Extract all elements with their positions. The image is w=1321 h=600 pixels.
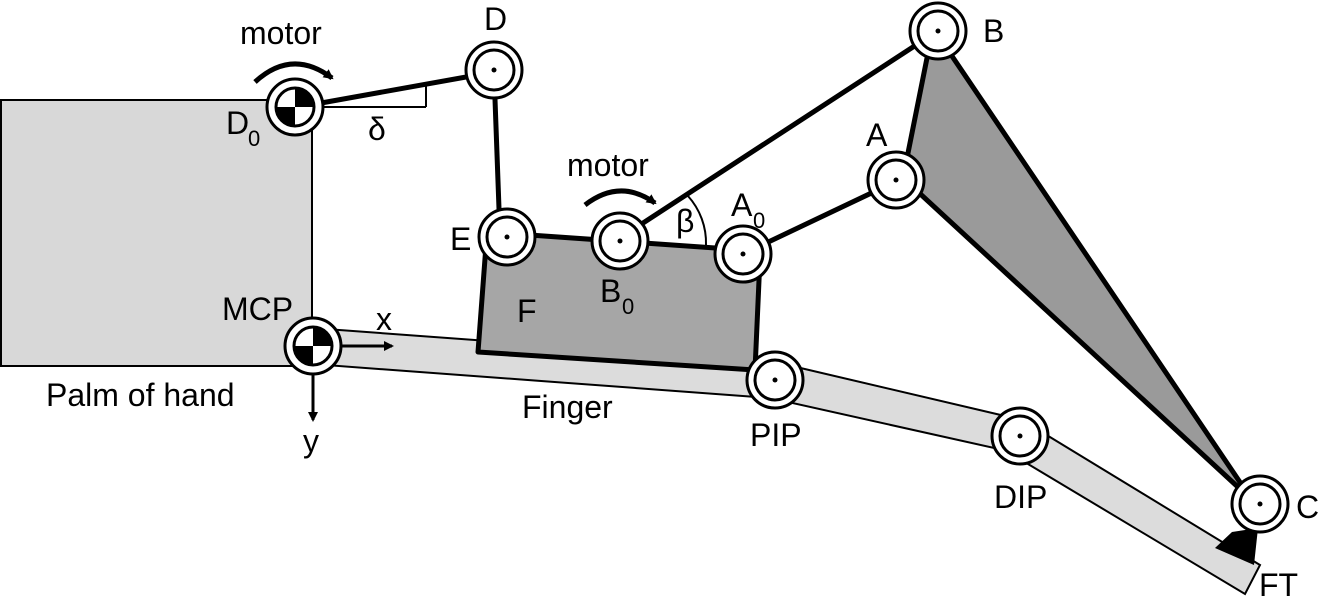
finger-middle-phalanx — [768, 360, 1024, 454]
label-a0-sub: 0 — [753, 208, 765, 233]
motor-label-top: motor — [240, 15, 322, 51]
joint-c — [1230, 474, 1290, 534]
label-delta: δ — [368, 111, 386, 147]
beta-arc — [687, 195, 708, 246]
label-b: B — [983, 13, 1004, 49]
joint-a0 — [713, 224, 773, 284]
label-beta: β — [676, 203, 694, 239]
label-palm: Palm of hand — [46, 377, 235, 413]
fingertip-wedge — [1215, 528, 1258, 565]
link-b0-b — [617, 29, 939, 241]
label-b0-sub: 0 — [622, 294, 634, 319]
label-pip: PIP — [750, 417, 802, 453]
label-x: x — [376, 301, 392, 337]
label-a: A — [866, 117, 888, 153]
label-c: C — [1296, 489, 1319, 525]
label-finger: Finger — [522, 389, 613, 425]
joint-e — [477, 207, 537, 267]
label-d: D — [484, 1, 507, 37]
joint-d0-fixed — [265, 77, 325, 137]
link-f-body — [475, 229, 763, 373]
triangle-link-abc — [900, 25, 1255, 503]
joint-b — [908, 1, 968, 61]
label-mcp: MCP — [222, 291, 293, 327]
label-ft: FT — [1259, 567, 1298, 600]
label-a0: A — [731, 187, 753, 223]
motor-arrow-mid — [583, 188, 657, 207]
motor-label-mid: motor — [567, 147, 649, 183]
label-b0: B — [600, 273, 621, 309]
label-e: E — [450, 221, 471, 257]
label-d0-sub: 0 — [248, 126, 260, 151]
label-y: y — [303, 423, 319, 459]
palm-rect — [0, 99, 313, 367]
joint-pip — [745, 350, 805, 410]
joint-mcp-fixed — [283, 316, 343, 376]
label-dip: DIP — [994, 479, 1047, 515]
joint-a — [866, 150, 926, 210]
motor-arrow-top — [253, 61, 334, 84]
label-d0: D — [226, 105, 249, 141]
label-f: F — [517, 293, 537, 329]
joint-dip — [990, 406, 1050, 466]
link-d0-d — [307, 69, 497, 108]
joint-d — [464, 40, 524, 100]
joint-b0 — [590, 211, 650, 271]
